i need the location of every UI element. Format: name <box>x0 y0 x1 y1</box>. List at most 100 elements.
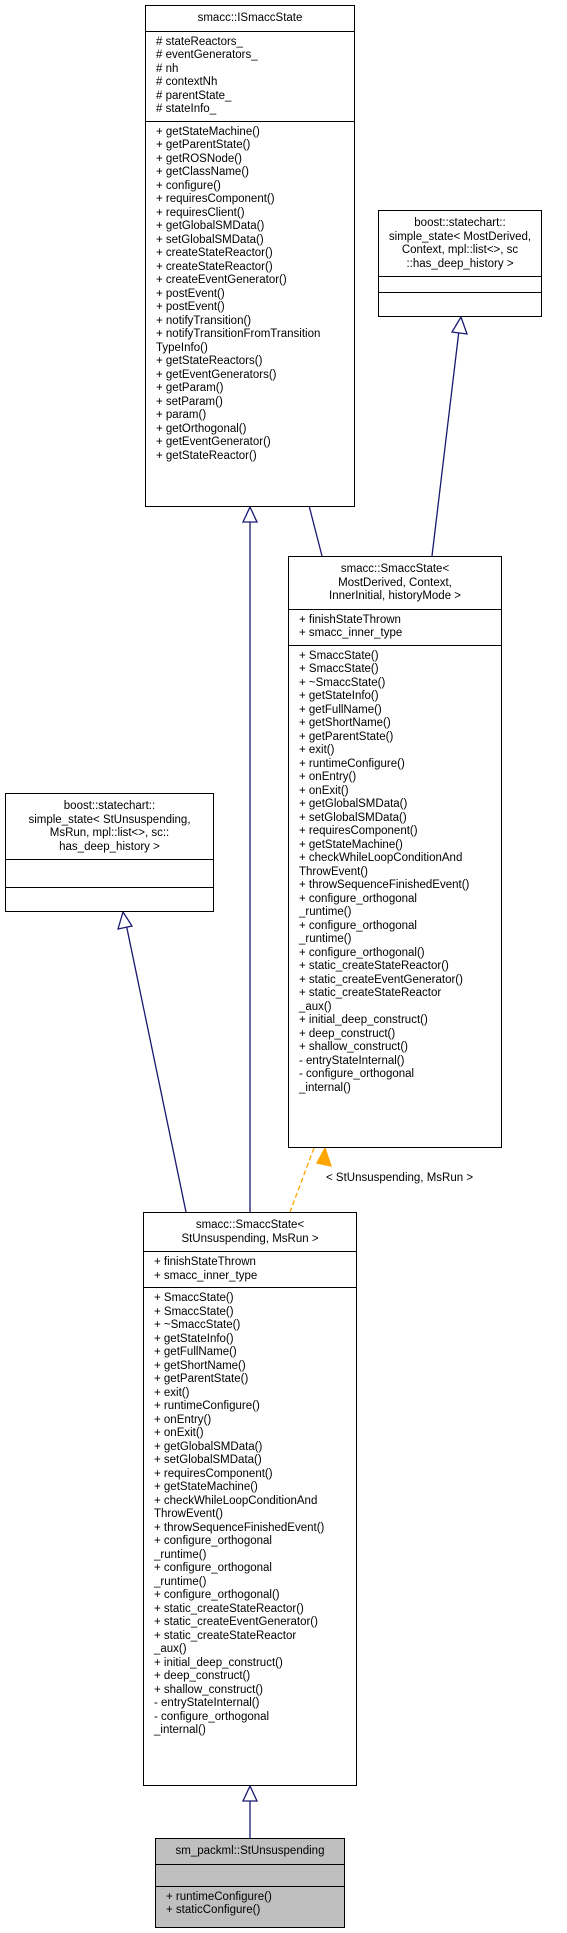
class-title-line: simple_state< MostDerived, <box>388 230 532 243</box>
method-item: + configure_orthogonal <box>299 892 417 905</box>
method-item: + throwSequenceFinishedEvent() <box>299 879 470 891</box>
attributes-section <box>6 860 213 888</box>
class-title-line: simple_state< StUnsuspending, <box>28 813 191 826</box>
attribute-item: + finishStateThrown <box>154 1256 256 1268</box>
methods-section <box>379 293 541 313</box>
method-item: _aux() <box>154 1643 187 1655</box>
attribute-item: # contextNh <box>156 76 218 88</box>
method-item: + ~SmaccState() <box>154 1319 241 1331</box>
method-item: + getROSNode() <box>156 152 242 165</box>
method-item: ThrowEvent() <box>299 865 369 878</box>
class-title: boost::statechart::simple_state< StUnsus… <box>6 794 213 860</box>
class-title-line: InnerInitial, historyMode > <box>329 590 461 602</box>
class-title: smacc::ISmaccState <box>146 6 354 32</box>
method-item: + runtimeConfigure() <box>166 1890 272 1903</box>
edge-label-template-binding: < StUnsuspending, MsRun > <box>326 1172 474 1184</box>
class-title: smacc::SmaccState<MostDerived, Context,I… <box>289 557 501 610</box>
method-item: + getStateMachine() <box>154 1481 258 1493</box>
method-item: + static_createStateReactor <box>299 987 442 999</box>
method-item: + getGlobalSMData() <box>299 798 408 810</box>
arrowhead-template-to-simple-state <box>450 315 468 335</box>
method-item: ThrowEvent() <box>154 1508 224 1520</box>
class-title-line: Context, mpl::list<>, sc <box>401 244 519 256</box>
method-item: + static_createStateReactor() <box>299 960 449 972</box>
method-item: + getShortName() <box>154 1359 246 1372</box>
method-item: + runtimeConfigure() <box>154 1400 260 1412</box>
method-item: _runtime() <box>154 1575 207 1588</box>
method-item: + getClassName() <box>156 166 249 178</box>
method-item: + initial_deep_construct() <box>154 1656 283 1669</box>
arrowhead-template-binding <box>316 1146 332 1167</box>
method-item: + notifyTransition() <box>156 314 252 327</box>
class-ismacc-state[interactable]: smacc::ISmaccState # stateReactors_# eve… <box>145 5 355 507</box>
method-item: + SmaccState() <box>299 663 379 675</box>
class-smacc-state-specific[interactable]: smacc::SmaccState<StUnsuspending, MsRun … <box>143 1212 357 1786</box>
method-item: + staticConfigure() <box>166 1904 261 1916</box>
class-title-line: MostDerived, Context, <box>338 576 452 589</box>
method-item: + SmaccState() <box>154 1292 234 1304</box>
method-item: + postEvent() <box>156 301 225 313</box>
class-title-line: boost::statechart:: <box>414 217 506 229</box>
class-title-line: sm_packml::StUnsuspending <box>175 1845 325 1857</box>
method-item: + initial_deep_construct() <box>299 1014 428 1026</box>
class-title-line: smacc::SmaccState< <box>340 563 450 575</box>
method-item: + notifyTransitionFromTransition <box>156 328 321 340</box>
method-item: + getParentState() <box>156 139 251 151</box>
method-item: + requiresComponent() <box>299 825 418 837</box>
class-smacc-state-template[interactable]: smacc::SmaccState<MostDerived, Context,I… <box>288 556 502 1148</box>
method-item: + requiresComponent() <box>156 193 275 205</box>
method-item: + getParam() <box>156 382 224 394</box>
attributes-section: + finishStateThrown+ smacc_inner_type <box>144 1252 356 1288</box>
attributes-section <box>156 1864 344 1887</box>
method-item: + getParentState() <box>154 1373 249 1385</box>
method-item: _runtime() <box>154 1548 207 1561</box>
class-st-unsuspending[interactable]: sm_packml::StUnsuspending + runtimeConfi… <box>155 1838 345 1928</box>
class-simple-state-generic[interactable]: boost::statechart::simple_state< MostDer… <box>378 210 542 317</box>
method-item: + createStateReactor() <box>156 260 273 273</box>
class-title: smacc::SmaccState<StUnsuspending, MsRun … <box>144 1213 356 1252</box>
method-item: + getStateReactor() <box>156 449 257 462</box>
method-item: + setGlobalSMData() <box>299 811 407 824</box>
attribute-item: + finishStateThrown <box>299 613 401 626</box>
attributes-section: + finishStateThrown+ smacc_inner_type <box>289 610 501 646</box>
method-item: + getStateInfo() <box>154 1332 234 1345</box>
method-item: + getParentState() <box>299 730 394 743</box>
methods-section: + getStateMachine()+ getParentState()+ g… <box>146 122 354 468</box>
method-item: + getFullName() <box>154 1346 237 1358</box>
edge-template-binding <box>289 1147 315 1213</box>
method-item: + static_createStateReactor() <box>154 1602 304 1615</box>
method-item: + shallow_construct() <box>299 1041 408 1053</box>
attribute-item: + smacc_inner_type <box>154 1269 258 1282</box>
method-item: + getGlobalSMData() <box>156 220 265 232</box>
method-item: + checkWhileLoopConditionAnd <box>154 1494 318 1507</box>
method-item: + configure_orthogonal <box>299 919 417 932</box>
method-item: + setGlobalSMData() <box>154 1454 262 1466</box>
method-item: + getStateMachine() <box>299 838 403 851</box>
attribute-item: # stateInfo_ <box>156 103 217 115</box>
method-item: + getStateReactors() <box>156 355 263 367</box>
class-title-line: smacc::SmaccState< <box>195 1219 305 1231</box>
method-item: + static_createEventGenerator() <box>299 973 463 986</box>
methods-section: + SmaccState()+ SmaccState()+ ~SmaccStat… <box>144 1288 356 1742</box>
method-item: + SmaccState() <box>299 649 379 662</box>
methods-section: + SmaccState()+ SmaccState()+ ~SmaccStat… <box>289 646 501 1100</box>
attributes-section <box>379 277 541 293</box>
method-item: + static_createEventGenerator() <box>154 1616 318 1628</box>
class-simple-state-specific[interactable]: boost::statechart::simple_state< StUnsus… <box>5 793 214 912</box>
method-item: + getOrthogonal() <box>156 422 247 435</box>
method-item: + getFullName() <box>299 703 382 716</box>
method-item: + deep_construct() <box>299 1027 396 1040</box>
method-item: + createStateReactor() <box>156 247 273 259</box>
method-item: _runtime() <box>299 906 352 918</box>
attributes-section: # stateReactors_# eventGenerators_# nh# … <box>146 32 354 122</box>
arrowhead-leaf-to-specific <box>241 1784 259 1802</box>
method-item: + getShortName() <box>299 717 391 729</box>
method-item: + getGlobalSMData() <box>154 1440 263 1453</box>
arrowhead-specific-to-ismacc <box>241 505 259 523</box>
method-item: + throwSequenceFinishedEvent() <box>154 1521 325 1534</box>
method-item: _aux() <box>299 1000 332 1013</box>
class-title-line: StUnsuspending, MsRun > <box>181 1232 319 1245</box>
method-item: + configure_orthogonal <box>154 1562 272 1574</box>
method-item: _internal() <box>299 1081 351 1094</box>
